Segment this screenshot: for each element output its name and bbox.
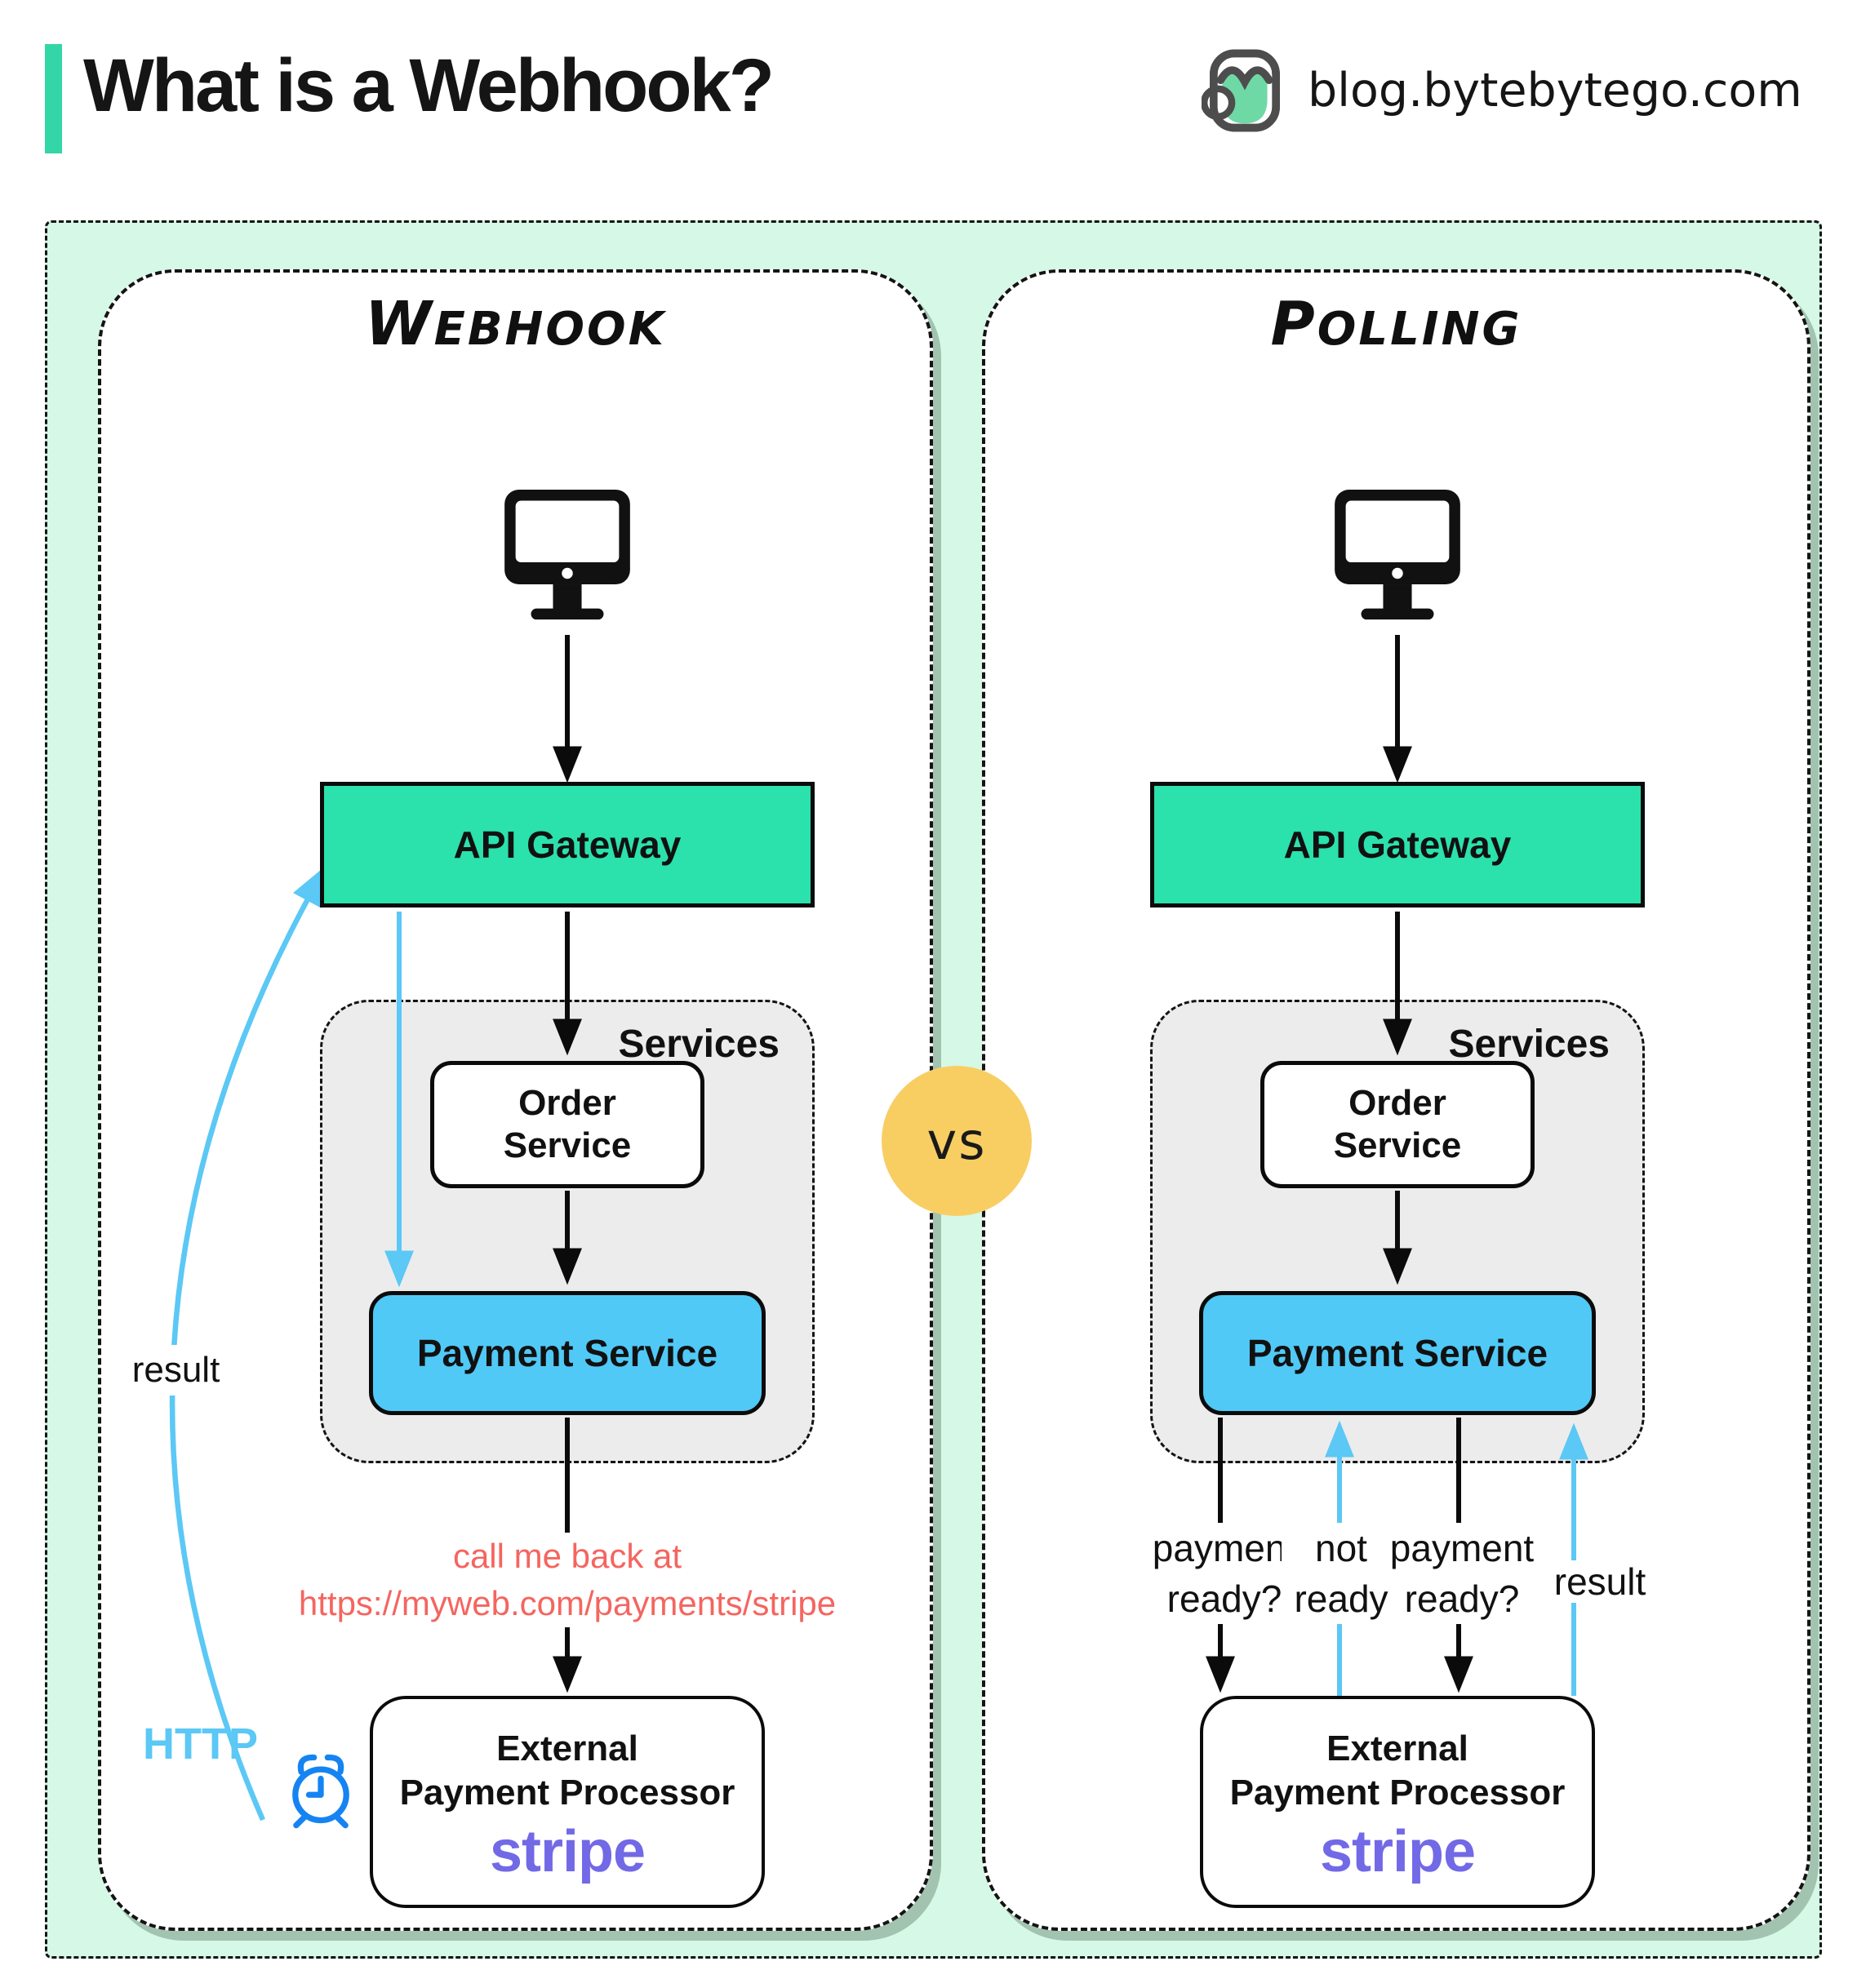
bytebytego-logo-icon xyxy=(1202,49,1280,132)
label-line: ready xyxy=(1294,1578,1388,1620)
webhook-services-label: Services xyxy=(618,1023,780,1066)
polling-services-label: Services xyxy=(1448,1023,1610,1066)
brand: blog.bytebytego.com xyxy=(1202,46,1802,135)
webhook-panel-title: Webhook xyxy=(364,289,667,359)
external-processor-box-polling: External Payment Processor stripe xyxy=(1200,1696,1595,1908)
order-service-label-line2: Service xyxy=(503,1125,632,1165)
order-service-label-line2: Service xyxy=(1333,1125,1462,1165)
client-monitor-icon-polling xyxy=(1335,490,1460,620)
external-label-line2: Payment Processor xyxy=(399,1773,735,1813)
external-processor-box-webhook: External Payment Processor stripe xyxy=(370,1696,765,1908)
not-ready-label: not ready xyxy=(1282,1523,1401,1624)
payment-service-label: Payment Service xyxy=(1246,1332,1548,1374)
result-label-webhook: result xyxy=(104,1345,247,1396)
polling-panel-title: Polling xyxy=(1270,289,1522,359)
order-service-label-line1: Order xyxy=(1348,1083,1446,1123)
payment-ready-label-2: payment ready? xyxy=(1388,1523,1535,1624)
label-line: not xyxy=(1315,1527,1367,1569)
api-gateway-label: API Gateway xyxy=(453,823,682,866)
external-label-line2: Payment Processor xyxy=(1229,1773,1566,1813)
client-monitor-icon-webhook xyxy=(504,490,630,620)
label-line: ready? xyxy=(1404,1578,1520,1620)
title-accent-bar xyxy=(45,44,62,153)
payment-service-box-polling: Payment Service xyxy=(1199,1291,1596,1415)
order-service-label-line1: Order xyxy=(518,1083,616,1123)
alarm-clock-icon xyxy=(292,1754,349,1829)
callback-url-annotation: call me back at https://myweb.com/paymen… xyxy=(269,1533,865,1627)
external-label-line1: External xyxy=(496,1728,638,1768)
callback-line2: https://myweb.com/payments/stripe xyxy=(298,1584,837,1622)
payment-ready-label-1: payment ready? xyxy=(1151,1523,1298,1624)
order-service-box-webhook: Order Service xyxy=(430,1061,704,1188)
http-label: HTTP xyxy=(143,1720,258,1768)
stripe-logo: stripe xyxy=(489,1819,646,1884)
payment-service-label: Payment Service xyxy=(416,1332,718,1374)
result-label-polling: result xyxy=(1535,1560,1665,1603)
api-gateway-box-polling: API Gateway xyxy=(1150,782,1645,907)
page-title: What is a Webhook? xyxy=(83,44,775,127)
callback-line1: call me back at xyxy=(452,1537,682,1575)
api-gateway-box-webhook: API Gateway xyxy=(320,782,815,907)
order-service-box-polling: Order Service xyxy=(1260,1061,1535,1188)
stripe-logo: stripe xyxy=(1319,1819,1476,1884)
label-line: ready? xyxy=(1166,1578,1282,1620)
vs-badge: vs xyxy=(882,1066,1032,1216)
label-line: payment xyxy=(1389,1527,1535,1569)
site-url: blog.bytebytego.com xyxy=(1308,64,1802,118)
external-label-line1: External xyxy=(1326,1728,1468,1768)
label-line: payment xyxy=(1152,1527,1297,1569)
payment-service-box-webhook: Payment Service xyxy=(369,1291,766,1415)
api-gateway-label: API Gateway xyxy=(1283,823,1512,866)
